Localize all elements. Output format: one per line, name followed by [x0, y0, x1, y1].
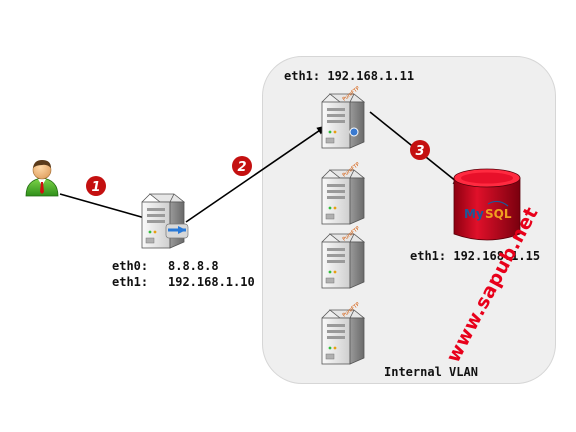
- ftp-server-pool-3: PureFTP: [321, 302, 365, 365]
- ftp-server-pool-2: PureFTP: [321, 226, 365, 289]
- user-icon: [25, 160, 59, 197]
- gateway-eth0-ip: 8.8.8.8: [168, 259, 219, 273]
- link-user-to-gateway: [59, 193, 153, 222]
- ftp-primary-ip-label: eth1: 192.168.1.11: [284, 69, 415, 83]
- link-gateway-to-ftp: [185, 125, 327, 223]
- gateway-eth0-label: eth0:: [112, 259, 149, 273]
- gateway-eth1-label: eth1:: [112, 275, 149, 289]
- svg-text:My: My: [464, 207, 484, 221]
- svg-text:2: 2: [237, 160, 246, 175]
- svg-text:SQL: SQL: [485, 207, 512, 221]
- gateway-server-icon: [141, 193, 189, 249]
- ftp-server-primary: PureFTP: [321, 86, 365, 149]
- ftp-server-pool-1: PureFTP: [321, 162, 365, 225]
- vlan-label: Internal VLAN: [384, 365, 478, 379]
- mysql-database-icon: My SQL: [453, 168, 521, 241]
- database-ip-label: eth1: 192.168.1.15: [410, 249, 541, 263]
- step-badge-1: 1: [86, 176, 106, 196]
- svg-text:1: 1: [91, 180, 100, 195]
- svg-text:3: 3: [415, 144, 424, 159]
- step-badge-2: 2: [232, 156, 252, 176]
- step-badge-3: 3: [410, 140, 430, 160]
- gateway-eth1-ip: 192.168.1.10: [168, 275, 255, 289]
